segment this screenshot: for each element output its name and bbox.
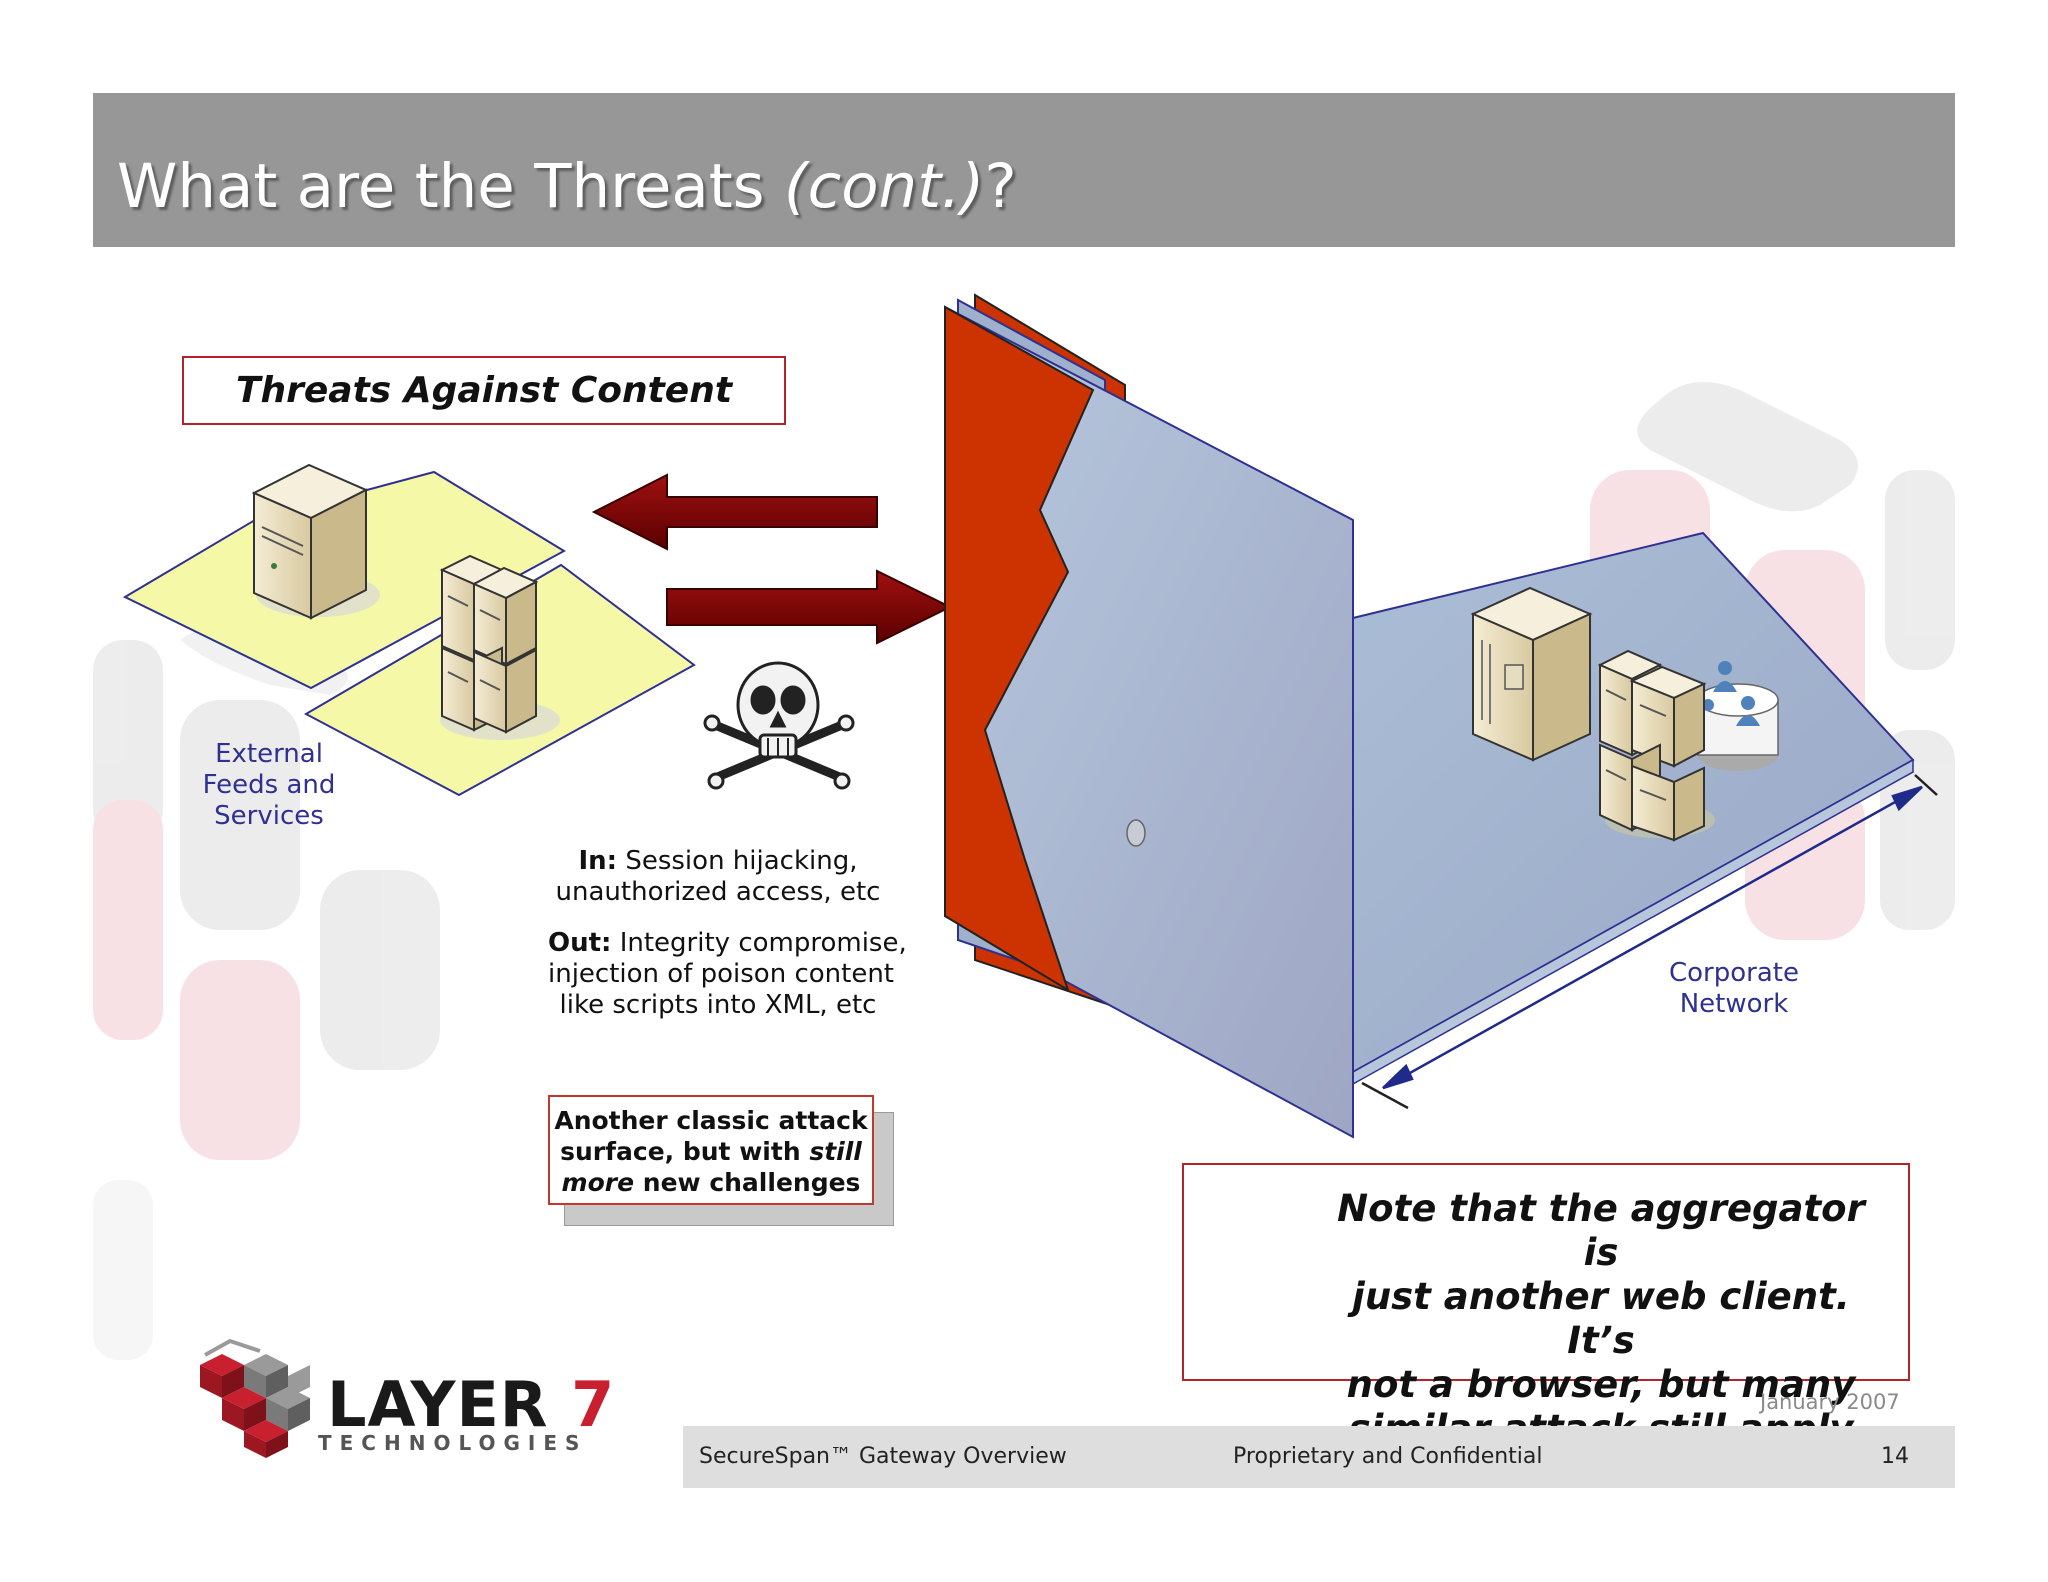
footer-product: SecureSpan™ Gateway Overview [699,1444,1067,1469]
inbound-threats-text: In: Session hijacking, unauthorized acce… [555,846,881,907]
user-directory-icon [1697,661,1779,771]
page-number: 14 [1881,1444,1909,1469]
corporate-server-stack-icon [1597,649,1715,842]
wall-knob [1126,819,1146,847]
layer7-logo-icon [200,1338,310,1458]
threats-heading: Threats Against Content [235,370,733,411]
outbound-threats-text: Out: Integrity compromise, injection of … [548,928,907,1020]
aggregator-note-box: Note that the aggregator is just another… [1182,1163,1910,1450]
server-stack-icon [439,554,560,740]
corporate-tower-server-icon [1470,586,1593,762]
skull-crossbones-icon [703,661,855,790]
logo-wordmark: LAYER 7 [327,1368,616,1441]
slide-date: January 2007 [1760,1390,1900,1414]
footer-bar: SecureSpan™ Gateway Overview Proprietary… [683,1426,1955,1488]
logo-subtitle: TECHNOLOGIES [318,1431,588,1455]
inbound-arrow-left [591,473,878,551]
title-bar: What are the Threats (cont.)? [93,93,1955,247]
firewall-red-edge [944,305,1095,993]
tower-server-icon [251,463,380,620]
outbound-arrow-right [666,569,953,645]
corporate-network-label: Corporate Network [1669,958,1799,1019]
attack-surface-callout: Another classic attack surface, but with… [548,1095,874,1205]
external-feeds-label: External Feeds and Services [202,739,336,831]
slide-title: What are the Threats (cont.)? [117,151,1017,222]
threats-heading-box: Threats Against Content [182,356,786,425]
footer-confidential: Proprietary and Confidential [1233,1444,1543,1469]
network-span-arrow [1361,774,1938,1110]
